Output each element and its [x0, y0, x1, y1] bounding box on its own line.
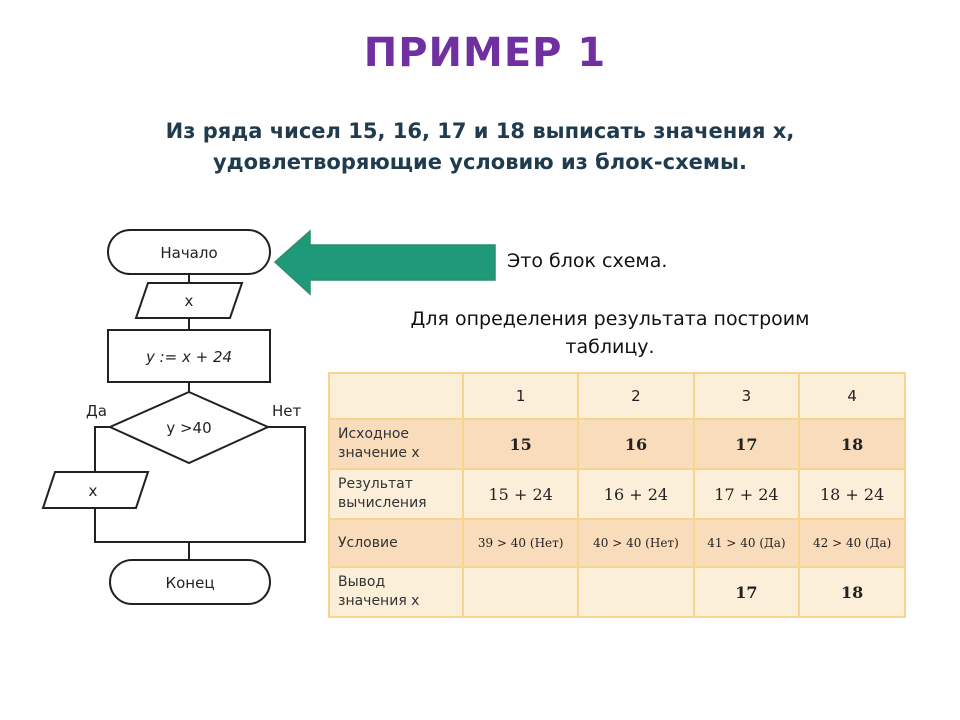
table-cell: 18	[798, 418, 906, 470]
task-statement: Из ряда чисел 15, 16, 17 и 18 выписать з…	[60, 116, 900, 178]
left-arrow-icon	[273, 229, 496, 296]
condition-block	[107, 390, 271, 465]
table-row: Условие 39 > 40 (Нет) 40 > 40 (Нет) 41 >…	[328, 518, 906, 568]
note-table-line-1: Для определения результата построим	[410, 308, 810, 330]
row-label-line: Условие	[338, 534, 398, 551]
connector-output-merge	[94, 508, 189, 543]
process-label: y := x + 24	[145, 348, 232, 366]
table-header-cell: 1	[461, 372, 580, 420]
table-cell: 18	[798, 566, 906, 618]
page-title: ПРИМЕР 1	[363, 30, 607, 76]
table-cell: 16	[577, 418, 695, 470]
table-cell: 40 > 40 (Нет)	[577, 518, 695, 568]
table-header-cell: 4	[798, 372, 906, 420]
input-label: x	[185, 292, 194, 310]
note-table: Для определения результата построим табл…	[340, 305, 880, 361]
table-cell: 15	[461, 418, 580, 470]
table-cell: 42 > 40 (Да)	[798, 518, 906, 568]
row-label-line: Вывод	[338, 574, 386, 590]
table-cell	[461, 566, 580, 618]
flowchart: Начало x y := x + 24 y >40 Да Нет x Коне…	[41, 229, 306, 605]
result-table: 1 2 3 4 Исходное значение x 15 16 17 18 …	[328, 372, 906, 618]
table-cell	[577, 566, 695, 618]
output-block	[41, 471, 150, 509]
note-table-line-2: таблицу.	[565, 336, 655, 358]
note-flowchart: Это блок схема.	[507, 250, 668, 272]
row-label: Исходное значение x	[328, 418, 464, 470]
row-label-line: значения x	[338, 593, 420, 609]
output-label: x	[89, 482, 98, 500]
table-row: Исходное значение x 15 16 17 18	[328, 418, 906, 470]
row-label: Вывод значения x	[328, 566, 464, 618]
row-label-line: Результат	[338, 476, 413, 492]
end-terminal	[109, 559, 271, 605]
table-header-cell	[328, 372, 464, 420]
table-header-cell: 3	[692, 372, 801, 420]
start-terminal	[107, 229, 271, 275]
table-cell: 16 + 24	[577, 468, 695, 520]
task-statement-line-2: удовлетворяющие условию из блок-схемы.	[212, 150, 747, 174]
table-cell: 18 + 24	[798, 468, 906, 520]
table-row: Вывод значения x 17 18	[328, 566, 906, 618]
row-label-line: Исходное	[338, 426, 410, 442]
table-cell: 39 > 40 (Нет)	[461, 518, 580, 568]
table-row: Результат вычисления 15 + 24 16 + 24 17 …	[328, 468, 906, 520]
condition-label: y >40	[166, 419, 211, 437]
table-header-row: 1 2 3 4	[328, 372, 906, 420]
table-cell: 17	[692, 418, 801, 470]
row-label-line: вычисления	[338, 495, 427, 511]
connector-yes-branch	[94, 426, 110, 472]
input-block	[134, 282, 244, 319]
table-cell: 17	[692, 566, 801, 618]
connector-no-branch	[189, 426, 306, 543]
start-label: Начало	[160, 244, 217, 262]
task-statement-line-1: Из ряда чисел 15, 16, 17 и 18 выписать з…	[165, 119, 795, 143]
table-header-cell: 2	[577, 372, 695, 420]
table-cell: 15 + 24	[461, 468, 580, 520]
row-label: Условие	[328, 518, 464, 568]
yes-label: Да	[86, 402, 107, 420]
table-cell: 17 + 24	[692, 468, 801, 520]
row-label-line: значение x	[338, 445, 420, 461]
process-block	[107, 329, 271, 383]
row-label: Результат вычисления	[328, 468, 464, 520]
no-label: Нет	[272, 402, 302, 420]
table-cell: 41 > 40 (Да)	[692, 518, 801, 568]
end-label: Конец	[165, 574, 214, 592]
